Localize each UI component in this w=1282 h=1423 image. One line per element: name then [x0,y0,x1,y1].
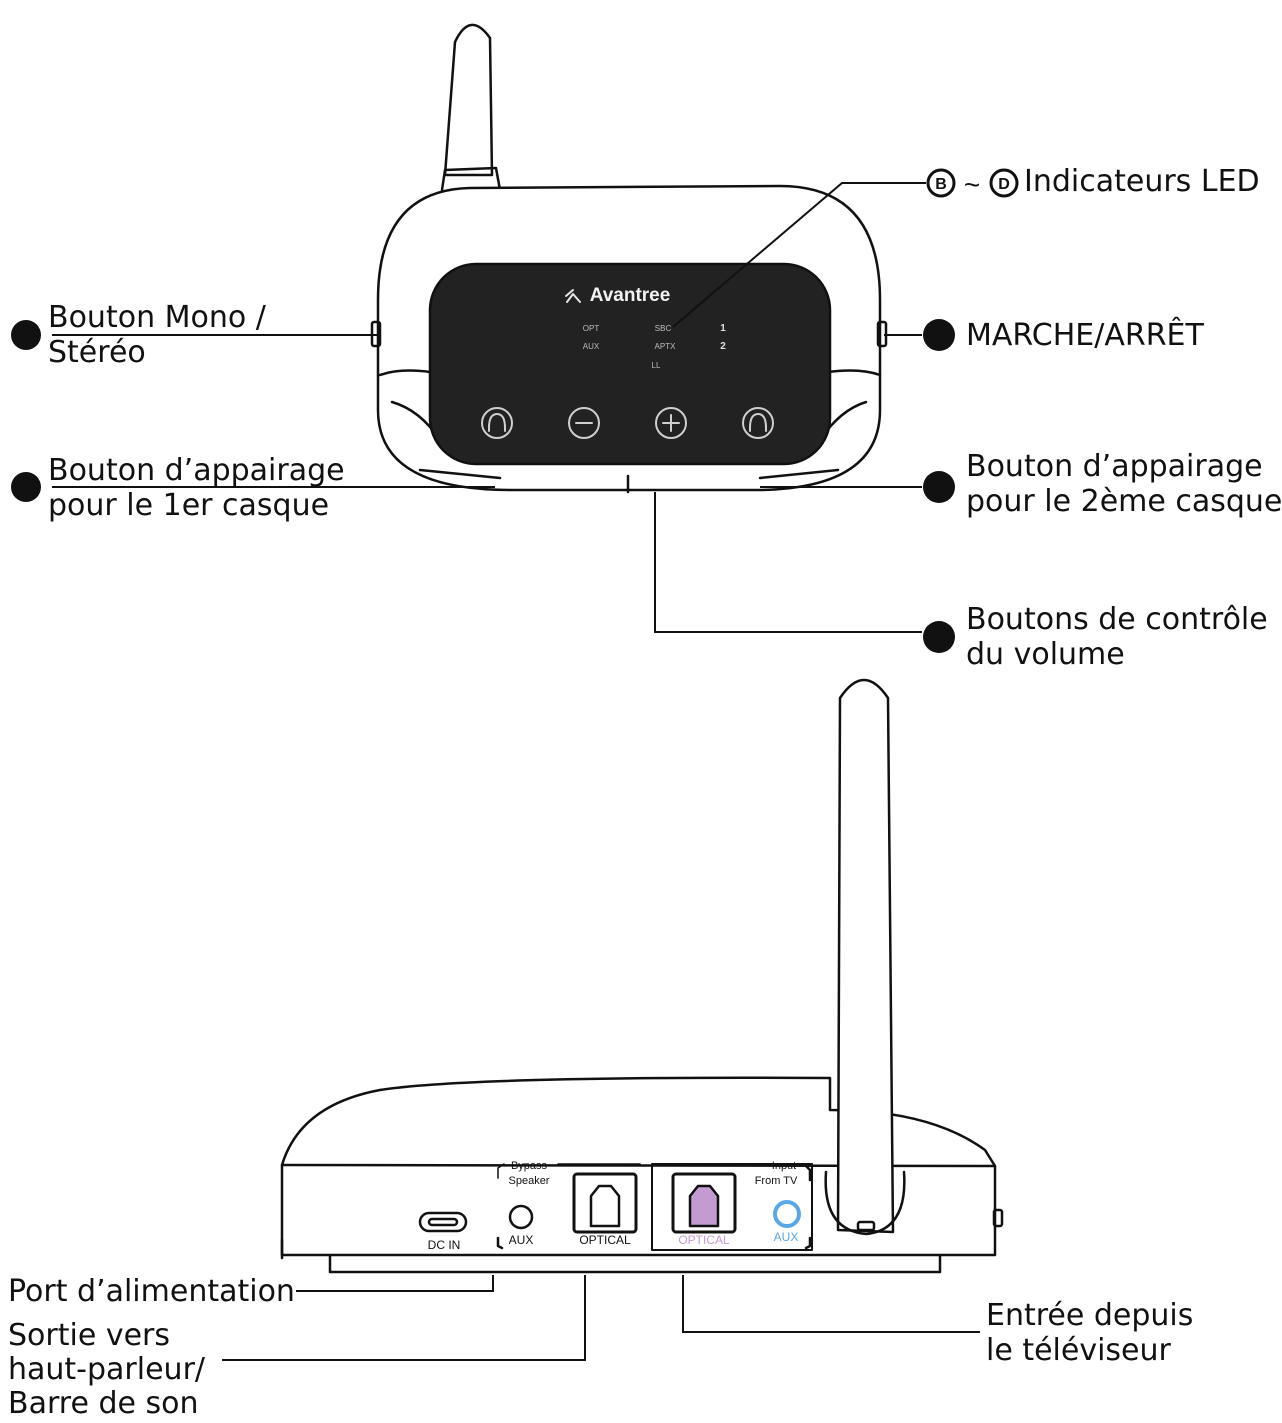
mono-stereo-label-line-2: Stéréo [48,335,146,370]
input-label: Input [772,1160,796,1172]
speaker-out-label-line-3: Barre de son [8,1386,199,1421]
volume-label-line-1: Boutons de contrôle [966,602,1268,637]
aux-out-label: AUX [509,1233,534,1247]
callout-dot-icon [923,471,955,503]
tv-input-label-line-1: Entrée depuis [986,1298,1194,1333]
speaker-out-leader-line [222,1275,586,1361]
bypass-label: Bypass [511,1160,548,1172]
volume-leader-line [654,492,922,633]
power-port-label: Port d’alimentation [8,1274,295,1309]
callout-dot-icon [923,319,955,351]
callout-dot-icon [923,621,955,653]
from-tv-label: From TV [755,1175,798,1187]
speaker-out-label-line-2: haut-parleur/ [8,1352,206,1387]
volume-label-line-2: du volume [966,637,1125,672]
power-port-leader-line [296,1275,494,1292]
led-tilde: ~ [964,169,980,200]
volume-up-button-icon [655,407,687,439]
dc-in-label: DC IN [428,1238,461,1252]
led-aux: AUX [583,342,600,351]
front-antenna [440,23,502,192]
power-label: MARCHE/ARRÊT [966,318,1204,353]
headphone-1-button-icon [481,407,513,439]
optical-out-port-icon [572,1172,638,1234]
aux-out-jack-icon [508,1204,534,1230]
rear-housing [280,1076,1004,1274]
pair-1-label-line-2: pour le 1er casque [48,488,330,523]
optical-in-label: OPTICAL [678,1233,730,1247]
headphone-2-button-icon [742,407,774,439]
dc-in-port-icon [418,1211,468,1233]
optical-out-label: OPTICAL [579,1233,631,1247]
brand-name: Avantree [590,285,671,306]
pair-2-label-line-2: pour le 2ème casque [966,484,1282,519]
optical-in-port-icon [671,1172,737,1234]
aux-in-label: AUX [774,1230,799,1244]
volume-down-button-icon [568,407,600,439]
led-badge-start-icon [926,168,956,198]
speaker-out-label-line-1: Sortie vers [8,1318,170,1353]
led-badge-start: B [935,176,947,193]
callout-dot-icon [11,320,41,350]
rear-antenna [824,678,906,1236]
callout-dot-icon [11,472,41,502]
pair-2-label-line-1: Bouton d’appairage [966,449,1263,484]
led-opt: OPT [583,324,600,333]
led-1: 1 [720,323,726,334]
mono-stereo-label-line-1: Bouton Mono / [48,300,266,335]
aux-in-jack-icon [773,1200,801,1228]
brand-logo-icon [565,289,581,303]
led-badge-end-icon [989,168,1019,198]
led-sbc: SBC [655,324,672,333]
led-ll: LL [652,361,661,370]
led-aptx: APTX [655,342,677,351]
led-leader-line [672,182,926,328]
tv-input-leader-line [682,1275,980,1333]
speaker-label: Speaker [509,1175,550,1187]
pair-1-label-line-1: Bouton d’appairage [48,453,345,488]
led-indicators-label: Indicateurs LED [1024,164,1260,199]
tv-input-label-line-2: le téléviseur [986,1333,1171,1368]
led-2: 2 [720,341,726,352]
front-panel [428,262,832,466]
led-badge-end: D [998,176,1010,193]
